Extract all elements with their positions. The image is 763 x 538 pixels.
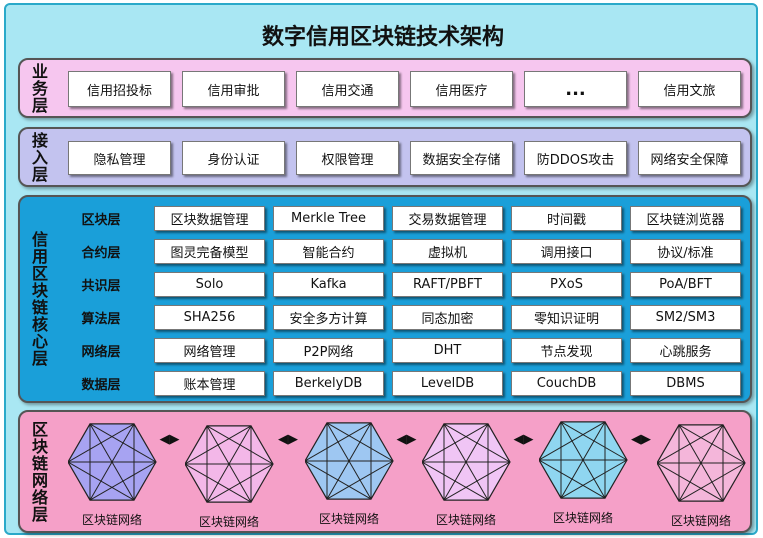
blockchain-network-hexagon xyxy=(422,423,511,501)
core-layer: 信用区块链核心层 区块层 区块数据管理 Merkle Tree 交易数据管理时间戳区块… xyxy=(18,195,752,403)
blockchain-network-label: 区块链网络 xyxy=(81,513,142,527)
core-item: 区块链浏览器 xyxy=(630,206,741,231)
core-item: LevelDB xyxy=(392,371,503,396)
core-item: PXoS xyxy=(511,272,622,297)
core-item: 协议/标准 xyxy=(630,239,741,264)
access-item: 隐私管理 xyxy=(68,141,171,175)
page-title: 数字信用区块链技术架构 xyxy=(261,25,504,50)
blockchain-network-label: 区块链网络 xyxy=(198,515,259,529)
blockchain-network-hexagon xyxy=(539,421,628,499)
core-item: BerkelyDB xyxy=(273,371,384,396)
bidirectional-arrow-icon: ◀▶ xyxy=(631,432,651,447)
access-item: 数据安全存储 xyxy=(410,141,513,175)
bidirectional-arrow-icon: ◀▶ xyxy=(278,432,298,447)
core-item: CouchDB xyxy=(511,371,622,396)
access-layer: 接入层 隐私管理 身份认证 权限管理 数据安全存储 防DDOS攻击 网络安全保障 xyxy=(18,127,752,187)
core-layer-label: 信用区块链核心层 xyxy=(29,231,48,367)
core-item: SHA256 xyxy=(154,305,265,330)
access-item: 网络安全保障 xyxy=(638,141,741,175)
core-row-label: 区块层 xyxy=(81,212,121,228)
core-item: 网络管理 xyxy=(154,338,265,363)
core-row-label: 网络层 xyxy=(81,344,121,360)
core-item: 节点发现 xyxy=(511,338,622,363)
core-item: 时间戳 xyxy=(511,206,622,231)
core-item: Solo xyxy=(154,272,265,297)
core-item: DHT xyxy=(392,338,503,363)
access-layer-label: 接入层 xyxy=(29,131,48,183)
network-layer-label: 区块链网络层 xyxy=(29,420,48,523)
core-item: 安全多方计算 xyxy=(273,305,384,330)
blockchain-network-hexagon xyxy=(657,424,746,502)
business-item: 信用文旅 xyxy=(638,71,741,107)
core-item: 调用接口 xyxy=(511,239,622,264)
business-layer: 业务层 信用招投标 信用审批 信用交通 信用医疗 ... 信用文旅 xyxy=(18,58,752,118)
core-item: Merkle Tree xyxy=(273,206,384,231)
core-row-label: 共识层 xyxy=(81,278,121,294)
access-item: 防DDOS攻击 xyxy=(524,141,627,175)
core-item: P2P网络 xyxy=(273,338,384,363)
core-item: 同态加密 xyxy=(392,305,503,330)
core-row-label: 算法层 xyxy=(81,311,121,327)
core-item: RAFT/PBFT xyxy=(392,272,503,297)
bidirectional-arrow-icon: ◀▶ xyxy=(159,432,180,447)
business-item: 信用医疗 xyxy=(410,71,513,107)
business-item-ellipsis: ... xyxy=(524,71,627,107)
core-item: DBMS xyxy=(630,371,741,396)
bidirectional-arrow-icon: ◀▶ xyxy=(396,432,417,447)
blockchain-network-hexagon xyxy=(305,422,394,500)
business-item: 信用审批 xyxy=(182,71,285,107)
core-row-label: 合约层 xyxy=(81,245,121,261)
architecture-frame: 数字信用区块链技术架构 业务层 信用招投标 信用审批 信用交通 信用医疗 ...… xyxy=(4,3,758,535)
core-item: 交易数据管理 xyxy=(392,206,503,231)
blockchain-network-hexagon xyxy=(185,425,274,503)
business-item: 信用交通 xyxy=(296,71,399,107)
core-item: 虚拟机 xyxy=(392,239,503,264)
core-item: 区块数据管理 xyxy=(154,206,265,231)
business-item: 信用招投标 xyxy=(68,71,171,107)
blockchain-network-label: 区块链网络 xyxy=(552,511,613,525)
bidirectional-arrow-icon: ◀▶ xyxy=(513,432,534,447)
blockchain-network-hexagon xyxy=(68,423,157,501)
core-item: SM2/SM3 xyxy=(630,305,741,330)
network-layer: 区块链网络层 区块链网络 ◀▶ 区块链网络 ◀▶ 区块链网络 ◀▶ 区块链网络 ◀▶ 区块链网络… xyxy=(18,410,752,533)
core-row-label: 数据层 xyxy=(81,377,121,393)
access-item: 权限管理 xyxy=(296,141,399,175)
core-item: 图灵完备模型 xyxy=(154,239,265,264)
blockchain-network-label: 区块链网络 xyxy=(435,513,496,527)
core-item: 智能合约 xyxy=(273,239,384,264)
access-item: 身份认证 xyxy=(182,141,285,175)
blockchain-network-label: 区块链网络 xyxy=(318,512,379,526)
core-item: 账本管理 xyxy=(154,371,265,396)
core-item: 心跳服务 xyxy=(630,338,741,363)
core-item: PoA/BFT xyxy=(630,272,741,297)
core-item: Kafka xyxy=(273,272,384,297)
business-layer-label: 业务层 xyxy=(29,62,48,114)
blockchain-network-label: 区块链网络 xyxy=(670,514,731,528)
core-item: 零知识证明 xyxy=(511,305,622,330)
